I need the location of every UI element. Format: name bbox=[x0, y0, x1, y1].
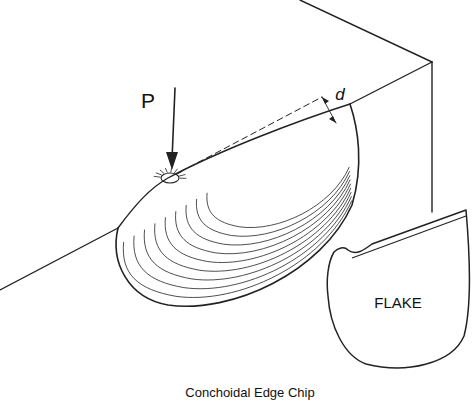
radial-crack bbox=[175, 169, 178, 173]
chip-rim bbox=[118, 104, 350, 228]
radial-crack bbox=[179, 175, 185, 176]
ripple-line bbox=[176, 180, 351, 254]
ripple-line bbox=[196, 172, 349, 237]
block-edge bbox=[350, 62, 432, 104]
block-edge bbox=[0, 228, 118, 290]
ripple-line bbox=[207, 167, 349, 227]
radial-crack bbox=[154, 176, 160, 178]
dimension-label: d bbox=[335, 86, 344, 103]
figure-caption: Conchoidal Edge Chip bbox=[185, 386, 314, 399]
chip-scar bbox=[116, 104, 359, 306]
ripple-line bbox=[134, 197, 352, 289]
ripple-line bbox=[165, 184, 350, 262]
radial-crack bbox=[180, 178, 186, 179]
flake-label: FLAKE bbox=[374, 295, 422, 310]
flake-shape: FLAKE bbox=[326, 196, 472, 374]
radial-crack bbox=[166, 168, 168, 172]
conchoidal-ripples bbox=[123, 167, 351, 297]
impact-point bbox=[161, 173, 179, 183]
flake-outline bbox=[327, 210, 469, 368]
flake-outline bbox=[326, 196, 472, 374]
dimension-line bbox=[322, 97, 336, 123]
flake-edge bbox=[352, 216, 466, 258]
radial-crack bbox=[156, 173, 161, 175]
radial-crack bbox=[160, 170, 164, 173]
load-arrow bbox=[172, 88, 175, 160]
block-edge bbox=[300, 0, 432, 62]
impact-radials bbox=[154, 168, 186, 178]
block-edge bbox=[431, 62, 432, 212]
dimension-line bbox=[180, 97, 322, 172]
ripple-line bbox=[186, 176, 350, 245]
load-arrowhead bbox=[166, 152, 178, 170]
load-label: P bbox=[141, 90, 155, 111]
dimension-arrowhead bbox=[322, 97, 336, 123]
